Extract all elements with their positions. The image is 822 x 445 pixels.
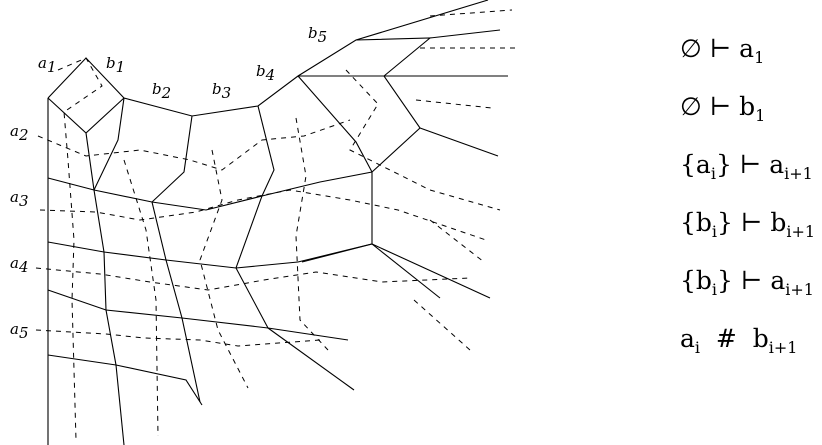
label-a2: a2 [10,122,29,144]
rule-empty-b1: ∅ ⊢ b1 [680,92,766,125]
rule-conflict: ai # bi+1 [680,324,798,357]
rule-bi-ai1: {bi} ⊢ ai+1 [680,266,814,299]
label-b4: b4 [256,62,275,84]
label-b2: b2 [152,80,171,102]
label-b1: b1 [106,54,125,76]
label-a1: a1 [38,54,57,76]
label-a5: a5 [10,320,29,342]
dashed-edges [35,9,518,441]
rule-bi-bi1: {bi} ⊢ bi+1 [680,208,816,241]
solid-edges [47,0,508,445]
inference-rules: ∅ ⊢ a1 ∅ ⊢ b1 {ai} ⊢ ai+1 {bi} ⊢ bi+1 {b… [680,30,822,378]
label-a3: a3 [10,188,29,210]
label-b5: b5 [308,24,327,46]
label-a4: a4 [10,254,29,276]
rule-ai-ai1: {ai} ⊢ ai+1 [680,150,813,183]
rule-empty-a1: ∅ ⊢ a1 [680,34,765,67]
label-b3: b3 [212,80,231,102]
event-structure-diagram: a1 b1 b2 b3 b4 b5 a2 a3 a4 a5 [10,0,518,445]
diagram-labels: a1 b1 b2 b3 b4 b5 a2 a3 a4 a5 [10,24,327,342]
